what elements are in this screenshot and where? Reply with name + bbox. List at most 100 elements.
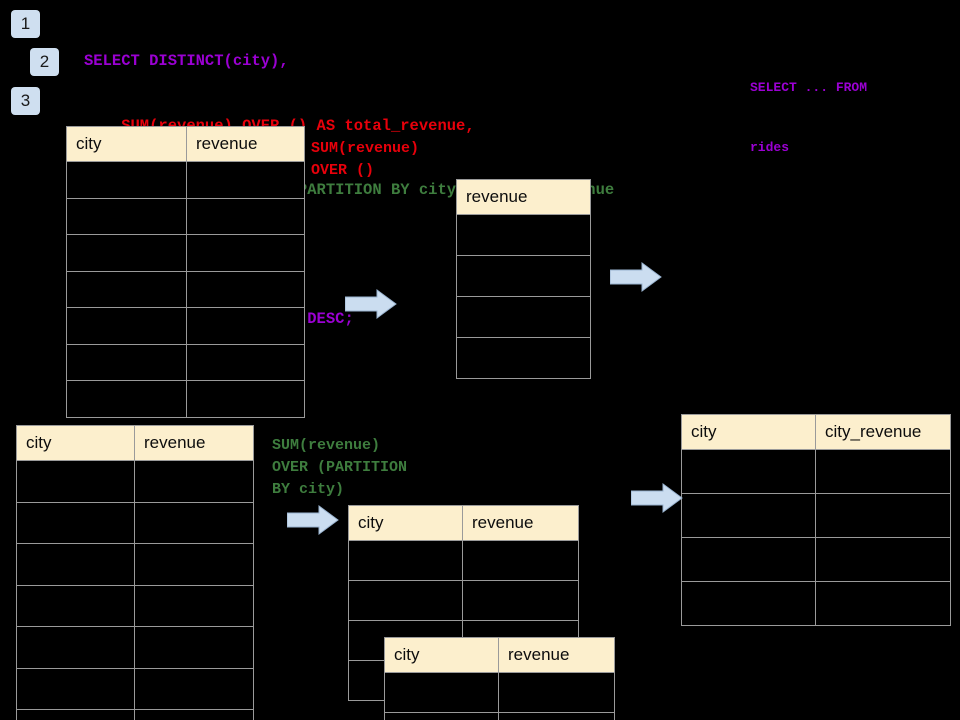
- table-cell: [384, 712, 499, 720]
- table-row: [456, 214, 591, 256]
- annotation-sum-over-partition: SUM(revenue) OVER (PARTITION BY city): [272, 437, 408, 498]
- table-row: [16, 709, 254, 720]
- table-row: [681, 493, 951, 538]
- table-cell: [186, 380, 305, 418]
- table-row: [681, 537, 951, 582]
- table-total-revenue: revenue: [456, 179, 591, 379]
- table-cell: [348, 580, 463, 621]
- table-row: [384, 712, 615, 720]
- table-row: [66, 161, 305, 199]
- table-cell: [186, 270, 305, 308]
- table-cell: [186, 161, 305, 199]
- table-row: [66, 234, 305, 272]
- table-cell: [186, 197, 305, 235]
- table-cell: [134, 543, 254, 586]
- table-cell: [815, 493, 951, 538]
- table-cell: [16, 584, 135, 627]
- table-cell: [462, 540, 579, 581]
- table-row: [681, 581, 951, 626]
- table-cell: [134, 501, 254, 544]
- table-cell: [456, 255, 591, 297]
- table-cell: [462, 580, 579, 621]
- column-header: city: [384, 637, 499, 673]
- table-cell: [16, 460, 135, 503]
- annotation-sum-over-empty: SUM(revenue) OVER (): [311, 140, 420, 179]
- table-row: [456, 337, 591, 379]
- table-cell: [681, 449, 816, 494]
- table-cell: [66, 380, 187, 418]
- table-cell: [66, 161, 187, 199]
- table-row: [16, 584, 254, 627]
- table-row: [66, 380, 305, 418]
- table-cell: [681, 581, 816, 626]
- arrow-right-icon-4: [631, 483, 683, 513]
- table-cell: [186, 307, 305, 345]
- table-cell: [134, 460, 254, 503]
- column-header: city_revenue: [815, 414, 951, 450]
- step-badge-3: 3: [11, 87, 40, 115]
- sql-line-select: SELECT DISTINCT(city),: [84, 52, 289, 70]
- column-header: city: [66, 126, 187, 162]
- table-cell: [16, 626, 135, 669]
- arrow-right-icon-3: [287, 505, 339, 535]
- table-row: [16, 501, 254, 544]
- table-cell: [498, 672, 615, 713]
- table-cell: [134, 709, 254, 720]
- table-row: [456, 296, 591, 338]
- table-cell: [348, 540, 463, 581]
- table-cell: [456, 296, 591, 338]
- table-row: [66, 343, 305, 381]
- table-cell: [66, 343, 187, 381]
- table-row: [16, 626, 254, 669]
- step-badge-2: 2: [30, 48, 59, 76]
- table-row: [16, 460, 254, 503]
- table-row: [384, 672, 615, 713]
- table-cell: [66, 197, 187, 235]
- column-header: city: [681, 414, 816, 450]
- table-cell: [16, 709, 135, 720]
- table-cell: [456, 337, 591, 379]
- table-cell: [16, 501, 135, 544]
- column-header: revenue: [134, 425, 254, 461]
- table-cell: [186, 343, 305, 381]
- column-header: revenue: [186, 126, 305, 162]
- table-cell: [16, 667, 135, 710]
- table-cell: [186, 234, 305, 272]
- table-header-row: revenue: [456, 179, 591, 215]
- column-header: city: [348, 505, 463, 541]
- table-cell: [498, 712, 615, 720]
- table-row: [66, 307, 305, 345]
- table-cell: [681, 537, 816, 582]
- table-cell: [134, 584, 254, 627]
- table-cell: [134, 626, 254, 669]
- column-header: revenue: [462, 505, 579, 541]
- table-row: [16, 543, 254, 586]
- table-row: [348, 540, 579, 581]
- table-cell: [16, 543, 135, 586]
- side-note-select-from: SELECT ... FROM rides: [750, 38, 867, 198]
- table-cell: [681, 493, 816, 538]
- table-row: [66, 197, 305, 235]
- table-cell: [384, 672, 499, 713]
- table-row: [16, 667, 254, 710]
- table-row: [456, 255, 591, 297]
- column-header: revenue: [498, 637, 615, 673]
- column-header: revenue: [456, 179, 591, 215]
- table-cell: [815, 537, 951, 582]
- side-note-line-1: SELECT ... FROM: [750, 80, 868, 95]
- table-cell: [815, 581, 951, 626]
- table-cell: [66, 270, 187, 308]
- side-note-line-2: rides: [750, 140, 790, 155]
- step-badge-1: 1: [11, 10, 40, 38]
- table-row: [348, 580, 579, 621]
